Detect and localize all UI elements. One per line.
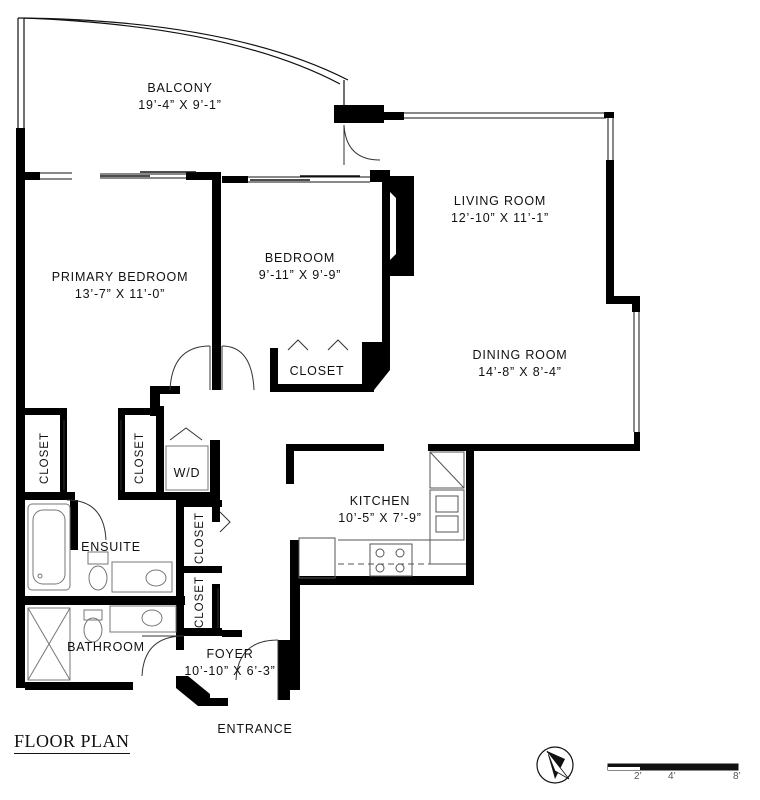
wd-name: W/D <box>173 466 201 480</box>
balcony-name: BALCONY <box>147 81 213 95</box>
foyer-label: FOYER 10’-10” X 6’-3” <box>180 646 280 680</box>
door-swings <box>63 124 381 700</box>
scale-tick-8: 8’ <box>733 771 741 782</box>
kitchen-dims: 10’-5” X 7’-9” <box>338 511 422 525</box>
ensuite-name: ENSUITE <box>81 540 141 554</box>
scale-bar <box>607 763 739 771</box>
hall-closet-lower-label: CLOSET <box>194 576 206 629</box>
kitchen-name: KITCHEN <box>349 494 411 508</box>
sliding-doors <box>100 171 360 181</box>
living-room-label: LIVING ROOM 12’-10” X 11’-1” <box>430 193 570 227</box>
kitchen-fixtures <box>298 451 466 579</box>
primary-bedroom-label: PRIMARY BEDROOM 13’-7” X 11’-0” <box>45 269 195 303</box>
bedroom-closet-label: CLOSET <box>282 363 352 380</box>
ensuite-label: ENSUITE <box>76 539 146 556</box>
bathroom-name: BATHROOM <box>67 640 145 654</box>
kitchen-label: KITCHEN 10’-5” X 7’-9” <box>325 493 435 527</box>
wd-label: W/D <box>166 465 208 482</box>
compass-letter: N <box>543 752 549 761</box>
compass-rose <box>536 746 574 784</box>
foyer-dims: 10’-10” X 6’-3” <box>184 664 276 678</box>
bedroom-dims: 9’-11” X 9’-9” <box>258 268 342 282</box>
bathroom-fixtures <box>27 445 209 681</box>
primary-closet-left-label: CLOSET <box>39 432 51 485</box>
entrance-text: ENTRANCE <box>217 722 293 736</box>
scale-tick-2: 2’ <box>634 771 642 782</box>
living-room-name: LIVING ROOM <box>453 194 547 208</box>
balcony-dims: 19’-4” X 9’-1” <box>138 98 222 112</box>
dining-room-name: DINING ROOM <box>472 348 568 362</box>
primary-bedroom-name: PRIMARY BEDROOM <box>51 270 189 284</box>
entrance-label: ENTRANCE <box>205 721 305 738</box>
windows <box>40 112 640 432</box>
dining-room-dims: 14’-8” X 8’-4” <box>478 365 562 379</box>
bedroom-closet-text: CLOSET <box>289 364 345 378</box>
floor-plan-title: FLOOR PLAN <box>14 731 130 754</box>
balcony-outline <box>17 17 349 128</box>
hall-closet-upper-label: CLOSET <box>194 512 206 565</box>
bedroom-name: BEDROOM <box>264 251 336 265</box>
bedroom-label: BEDROOM 9’-11” X 9’-9” <box>240 250 360 284</box>
scale-tick-4: 4’ <box>668 771 676 782</box>
walls <box>16 105 640 706</box>
bathroom-label: BATHROOM <box>64 639 148 656</box>
living-room-dims: 12’-10” X 11’-1” <box>450 211 550 225</box>
primary-bedroom-dims: 13’-7” X 11’-0” <box>74 287 166 301</box>
foyer-name: FOYER <box>206 647 254 661</box>
primary-closet-right-label: CLOSET <box>134 432 146 485</box>
balcony-label: BALCONY 19’-4” X 9’-1” <box>120 80 240 114</box>
dining-room-label: DINING ROOM 14’-8” X 8’-4” <box>450 347 590 381</box>
